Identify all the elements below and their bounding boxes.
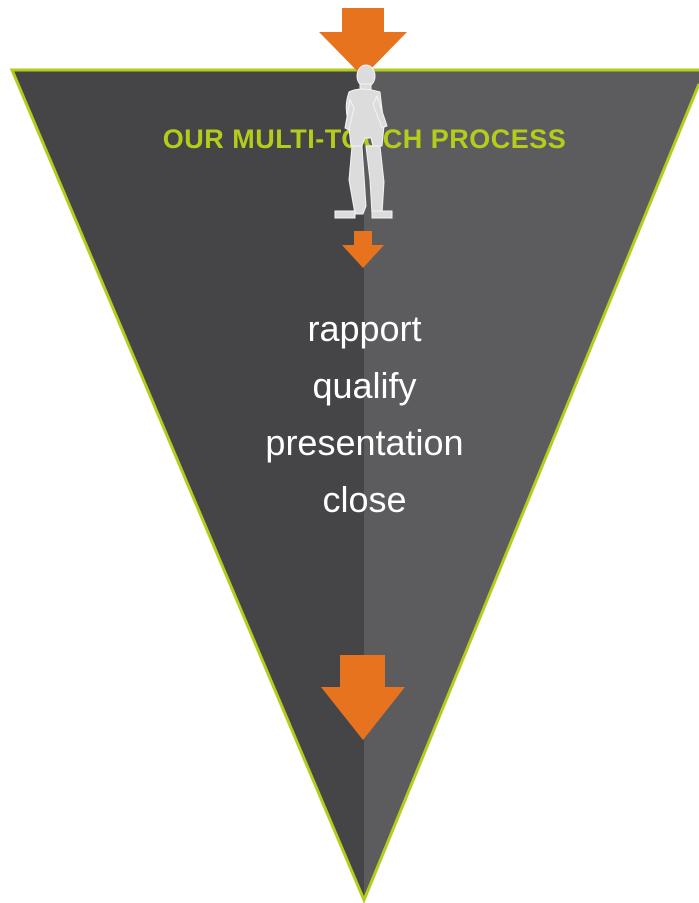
bottom-arrow: [321, 655, 405, 740]
funnel-outline: [9, 68, 699, 903]
large-down-arrow-icon: [321, 655, 405, 740]
small-down-arrow-icon: [342, 231, 384, 268]
step-rapport: rapport: [307, 308, 422, 349]
top-arrow: [319, 8, 407, 77]
step-qualify: qualify: [312, 365, 417, 406]
step-presentation: presentation: [265, 422, 464, 463]
step-close: close: [322, 479, 407, 520]
down-arrow-icon: [319, 8, 407, 77]
process-steps: rapport qualify presentation close: [0, 300, 699, 528]
mid-arrow: [342, 231, 384, 268]
